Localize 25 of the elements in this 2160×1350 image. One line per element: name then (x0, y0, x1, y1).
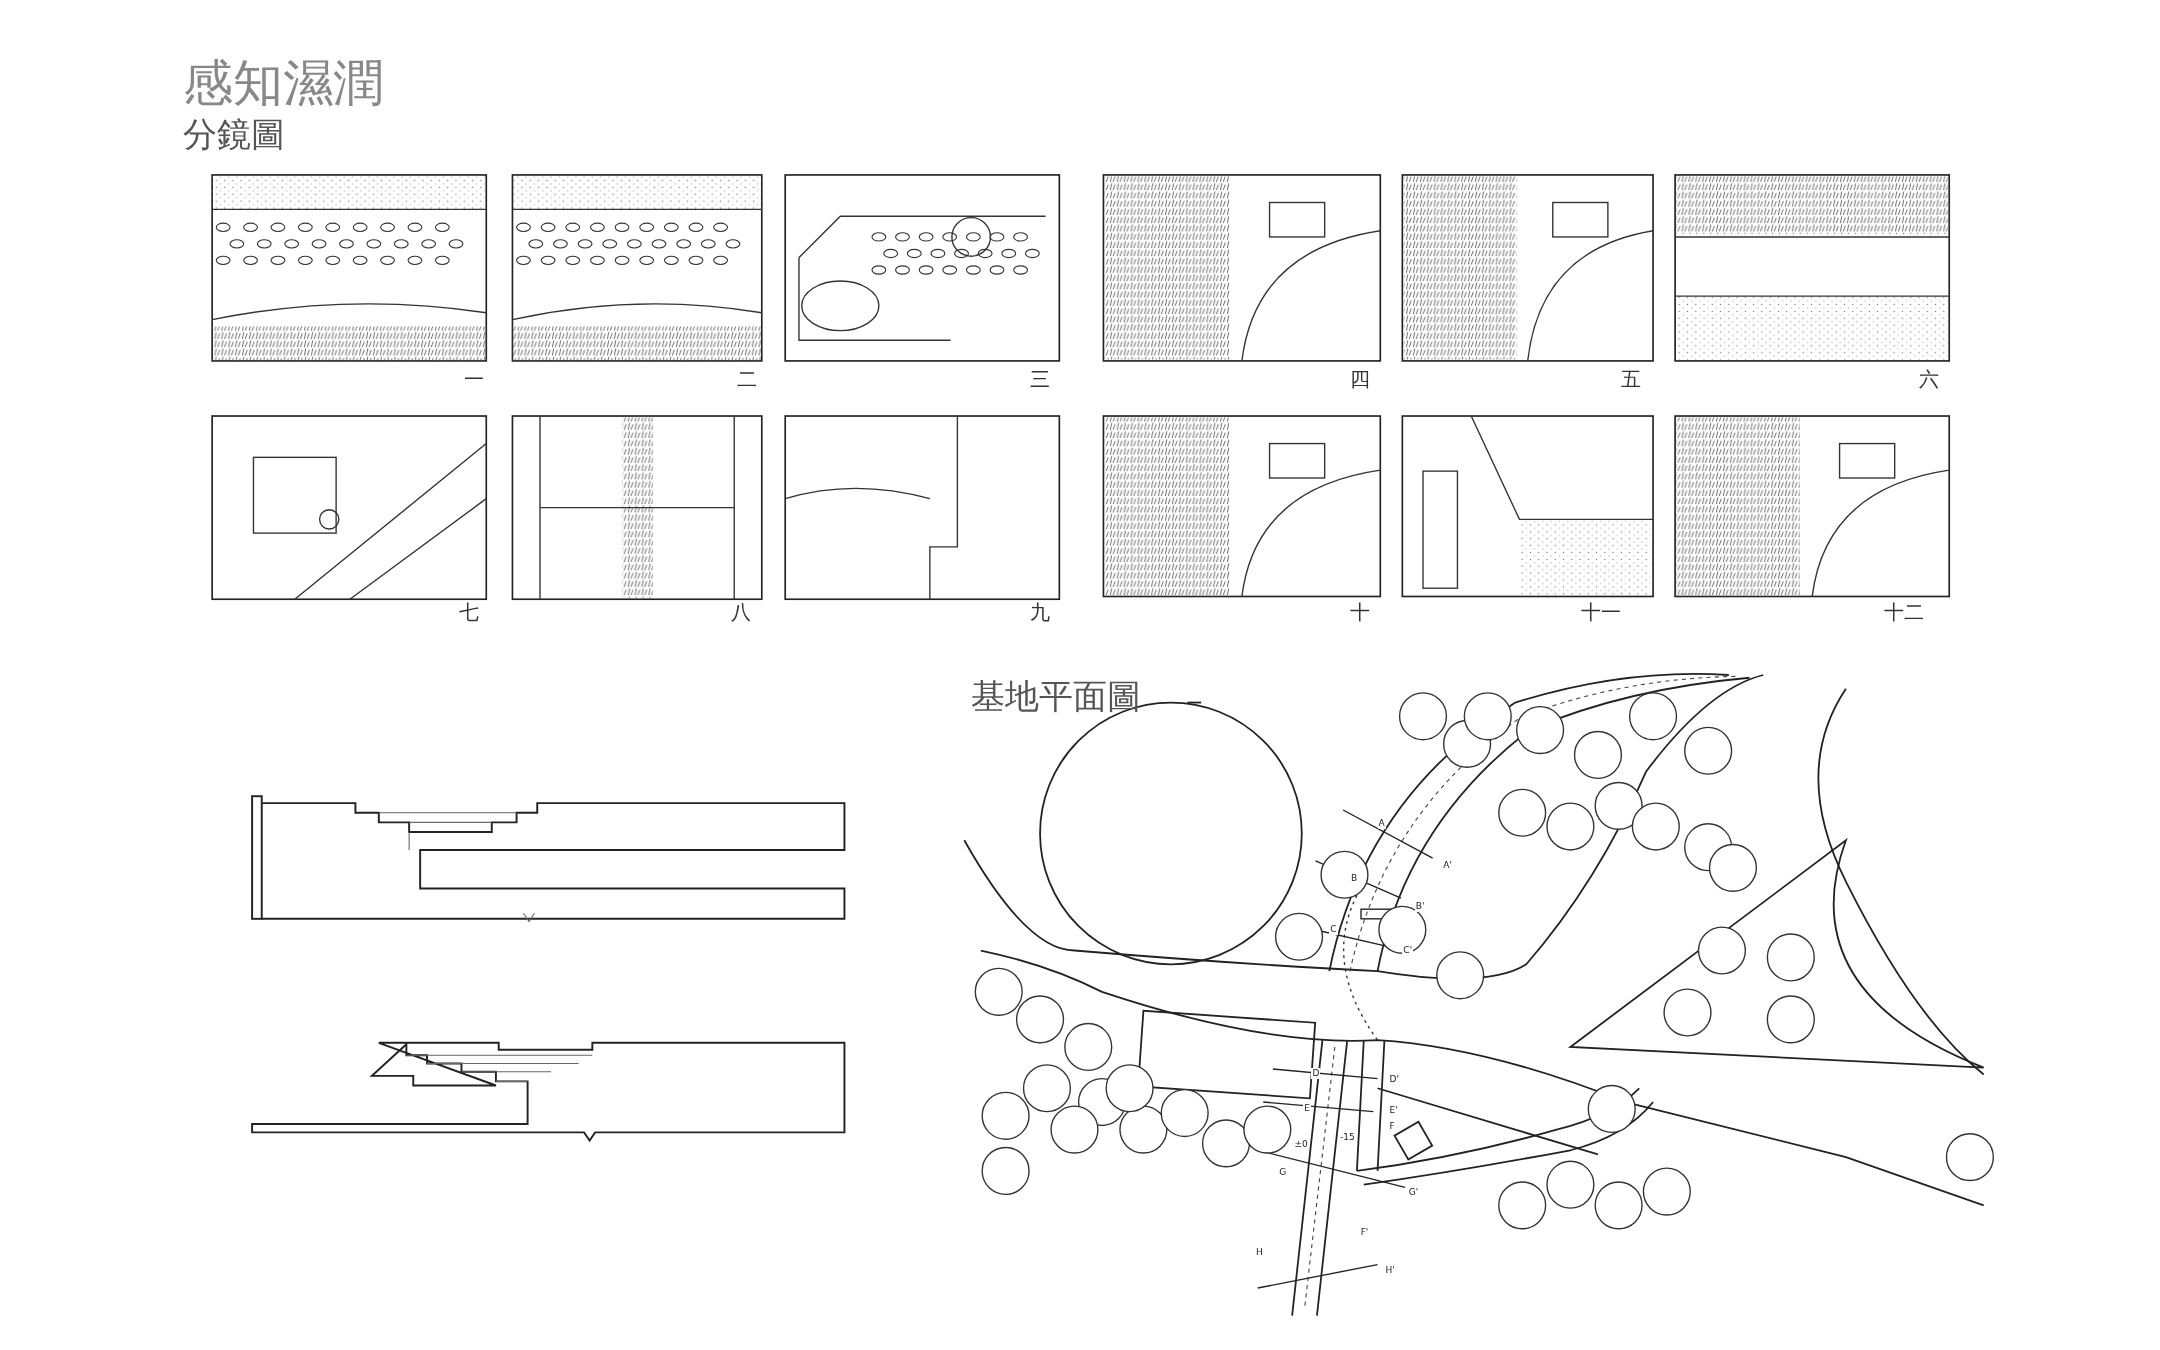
panel-number: 十一 (1581, 602, 1622, 622)
panel-number: 十二 (1884, 602, 1925, 622)
section-label: G (1278, 1166, 1288, 1178)
section-label: H (1254, 1246, 1264, 1258)
panel-number: 三 (1030, 369, 1051, 390)
section-label: D (1311, 1067, 1321, 1079)
panel-number: 十 (1350, 602, 1370, 622)
section-label: B' (1414, 900, 1426, 912)
section-label: E' (1388, 1104, 1399, 1116)
section-label: H' (1384, 1264, 1396, 1276)
section-label: C (1329, 924, 1338, 936)
section-label: A (1377, 818, 1386, 830)
subtitle: 分鏡圖 (183, 117, 286, 152)
panel-number: 六 (1918, 369, 1939, 390)
panel-number: 一 (464, 369, 485, 390)
title: 感知濕潤 (183, 57, 384, 108)
panel-number: 七 (458, 602, 479, 622)
panel-number: 二 (737, 369, 757, 390)
section-label: C' (1402, 945, 1414, 956)
plan-title: 基地平面圖 (971, 679, 1142, 714)
panel-number: 五 (1621, 369, 1642, 390)
panel-number: 九 (1030, 602, 1051, 622)
panel-number: 八 (731, 602, 752, 622)
panel-number: 四 (1350, 369, 1370, 390)
section-label: A' (1442, 859, 1453, 871)
